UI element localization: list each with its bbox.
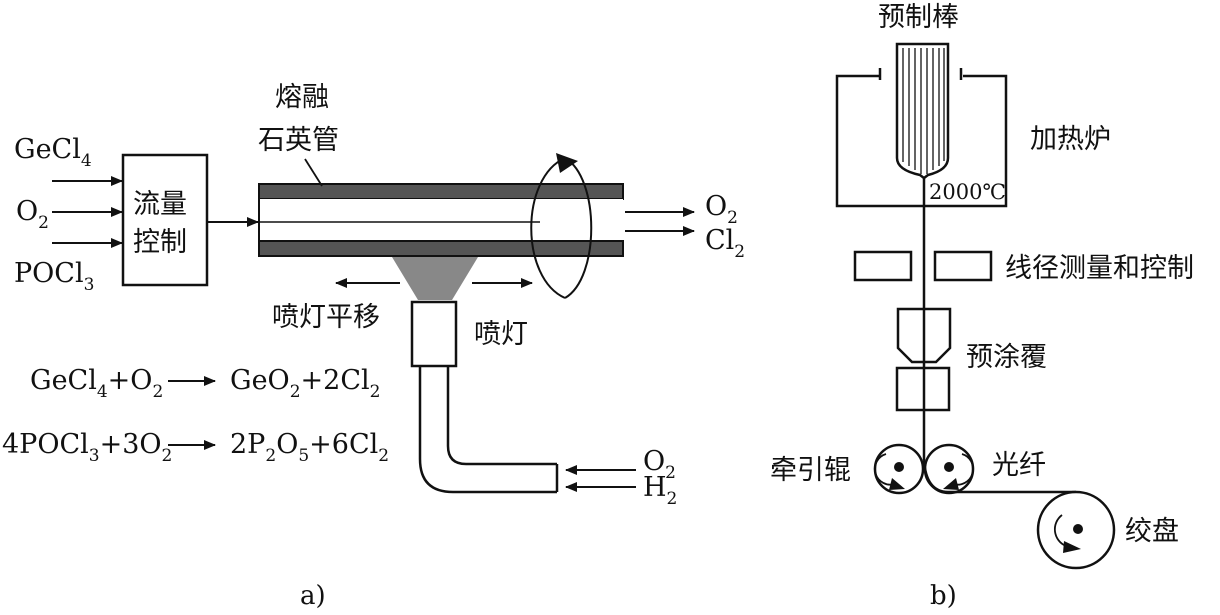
quartz-tube-bottom-wall	[258, 240, 624, 257]
output-label-o2: O2	[705, 191, 738, 228]
fiber-label: 光纤	[992, 450, 1046, 481]
input-label-gecl4: GeCl4	[14, 134, 92, 171]
take-up-drum-hub	[1073, 524, 1083, 534]
preform-label: 预制棒	[878, 2, 959, 33]
drum-rotation-icon	[1053, 514, 1067, 547]
furnace-temperature: 2000℃	[929, 180, 1006, 204]
gas-label-o2: O2	[643, 446, 676, 483]
capstan-arrow-right-icon	[943, 478, 959, 490]
formula-segment: 2P	[230, 429, 265, 460]
furnace-wall	[835, 74, 1008, 208]
torch-label: 喷灯	[474, 319, 528, 350]
torch-move-label: 喷灯平移	[272, 302, 380, 333]
formula-segment: +3O	[100, 429, 162, 460]
rotation-arrow-icon	[556, 153, 578, 173]
diameter-sensor-left	[853, 250, 913, 282]
reaction1-reactants: GeCl4+O2	[30, 365, 163, 402]
rotation-ellipse-left	[530, 157, 566, 299]
quartz-tube-top-wall	[258, 183, 624, 200]
precoat-label: 预涂覆	[966, 342, 1047, 373]
diameter-sensor-right	[933, 250, 993, 282]
gas-label-h2: H2	[643, 472, 677, 509]
gas-pipe-inner	[446, 366, 557, 466]
tube-label-line1: 熔融	[275, 82, 329, 113]
capstan-arrow-left-icon	[889, 478, 905, 490]
drum-label: 绞盘	[1125, 516, 1179, 547]
caption-b: b)	[930, 581, 957, 611]
capstan-hub-right	[944, 462, 954, 472]
formula-segment: +O	[108, 365, 153, 396]
capstan-rotation-left-icon	[873, 453, 896, 486]
formula-segment: 2	[265, 446, 276, 466]
tube-label-line2: 石英管	[258, 125, 339, 156]
input-label-o2: O2	[16, 196, 49, 233]
formula-segment: GeCl	[30, 365, 97, 396]
capstan-rotation-right-icon	[952, 453, 975, 486]
formula-segment: GeO	[230, 365, 290, 396]
quartz-tube-bore	[259, 199, 623, 241]
input-label-pocl3: POCl3	[14, 258, 94, 295]
formula-segment: 5	[298, 446, 309, 466]
flow-control-box	[121, 153, 209, 287]
capstan-label: 牵引辊	[770, 455, 851, 486]
reaction1-products: GeO2+2Cl2	[230, 365, 380, 402]
drum-arrow-icon	[1063, 541, 1081, 553]
formula-segment: 4POCl	[2, 429, 89, 460]
preform-stripes	[902, 48, 945, 174]
formula-segment: +6Cl	[309, 429, 378, 460]
formula-segment: 2	[152, 382, 163, 402]
tube-label-leader	[304, 158, 323, 187]
formula-segment: 2	[162, 446, 173, 466]
torch-body	[410, 300, 458, 368]
formula-segment: 2	[370, 382, 381, 402]
capstan-hub-left	[894, 462, 904, 472]
rotation-ellipse-right	[564, 157, 593, 299]
preform-rod	[895, 42, 950, 180]
diameter-label: 线径测量和控制	[1005, 253, 1194, 284]
formula-segment: 4	[97, 382, 108, 402]
fiber-to-drum	[922, 459, 1076, 494]
formula-segment: +2Cl	[301, 365, 370, 396]
formula-segment: 2	[290, 382, 301, 402]
flow-control-label-line2: 控制	[133, 227, 187, 258]
formula-segment: 2	[378, 446, 389, 466]
flow-control-label-line1: 流量	[133, 189, 187, 220]
formula-segment: O	[276, 429, 298, 460]
reaction2-products: 2P2O5+6Cl2	[230, 429, 389, 466]
caption-a: a)	[300, 581, 326, 611]
formula-segment: 3	[89, 446, 100, 466]
output-label-cl2: Cl2	[705, 225, 745, 262]
reaction2-reactants: 4POCl3+3O2	[2, 429, 172, 466]
torch-flame	[392, 257, 478, 300]
gas-pipe-outer	[418, 366, 557, 494]
furnace-label: 加热炉	[1030, 124, 1111, 155]
